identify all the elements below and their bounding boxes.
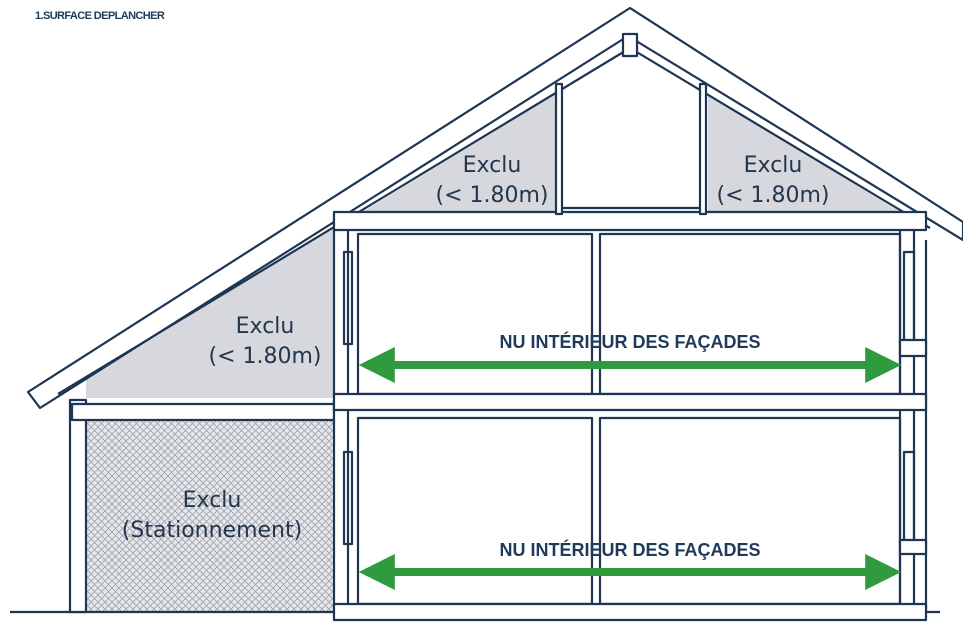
excluded-zone-roof-slope: [86, 226, 334, 398]
upper-arrow-label: NU INTÉRIEUR DES FAÇADES: [499, 331, 760, 352]
ridge-post: [621, 32, 639, 58]
window-lower-left: [342, 450, 354, 546]
excluded-zone-attic-left: [362, 94, 556, 212]
upper-room-left: [356, 232, 594, 396]
roof-slope-label-line1: Exclu: [236, 314, 295, 339]
lower-room-left: [356, 416, 594, 606]
middle-floor-slab: [332, 392, 928, 412]
parking-zone-hatch: [86, 420, 334, 612]
window-upper-left: [342, 250, 354, 346]
roof-slope-label-line2: (< 1.80m): [208, 344, 321, 369]
attic-post-right: [698, 82, 708, 216]
lower-arrow-label: NU INTÉRIEUR DES FAÇADES: [499, 539, 760, 560]
attic-left-label-line2: (< 1.80m): [435, 183, 548, 208]
attic-post-left: [554, 82, 564, 216]
attic-floor: [332, 210, 928, 232]
attic-right-label-line1: Exclu: [744, 153, 803, 178]
sill-lower-right: [898, 538, 928, 556]
sill-upper-right: [898, 338, 928, 358]
parking-label-line2: (Stationnement): [122, 518, 302, 543]
ground-slab: [332, 602, 928, 622]
garage-ceiling: [70, 402, 336, 422]
wall-left: [332, 212, 350, 614]
upper-room-right: [598, 232, 902, 396]
attic-right-label-line2: (< 1.80m): [716, 183, 829, 208]
roof: [26, 6, 963, 410]
diagram-title: 1.SURFACE DEPLANCHER: [35, 10, 165, 22]
attic-left-label-line1: Exclu: [463, 153, 522, 178]
lower-room-right: [598, 416, 902, 606]
garage-wall-left: [68, 398, 88, 614]
parking-label-line1: Exclu: [183, 488, 242, 513]
